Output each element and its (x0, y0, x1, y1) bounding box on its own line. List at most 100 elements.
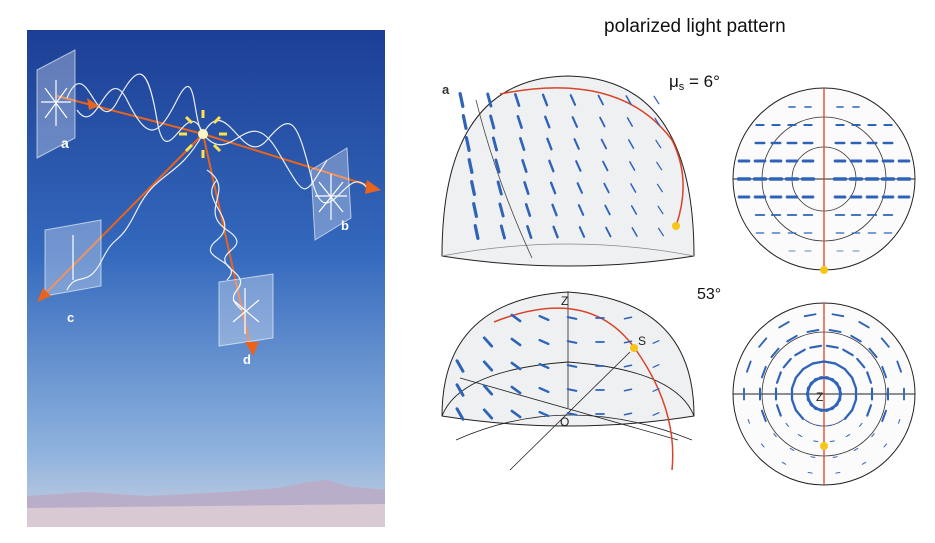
polarization-dash (541, 93, 549, 107)
sky-scattering-illustration: a b c d (27, 30, 385, 527)
label-a: a (61, 135, 69, 151)
polarization-dash (605, 226, 612, 238)
polarization-dash (652, 388, 660, 392)
pattern-dashes-disk-bottom (743, 313, 905, 474)
polarization-dash (623, 364, 633, 368)
polarization-dash (790, 398, 797, 412)
polarization-dash (850, 334, 862, 343)
polarization-dash (842, 348, 854, 357)
polarization-dash (758, 337, 768, 348)
second-elevation-label: 53° (697, 286, 722, 303)
polarization-dash (538, 338, 550, 346)
polarization-dash (866, 404, 873, 417)
polarization-dash (827, 424, 833, 427)
polarization-dash (829, 440, 835, 443)
polarization-dash (810, 456, 816, 458)
polarization-dash (521, 159, 528, 173)
polarization-dash (843, 409, 854, 420)
polarization-dash (835, 471, 841, 474)
polarization-dash (773, 433, 777, 438)
polarization-dash (603, 182, 610, 194)
polarization-dash (599, 116, 606, 128)
polarization-dash (871, 433, 875, 438)
polarization-dash (486, 92, 493, 108)
polarization-dash (544, 115, 551, 129)
polarization-dash (514, 93, 521, 107)
label-c: c (67, 310, 74, 325)
polarization-dash (811, 360, 826, 365)
elevation-value: = 6° (684, 72, 720, 91)
polarization-dash (458, 92, 465, 108)
polarization-dash (760, 443, 765, 448)
polarization-dash (482, 384, 494, 396)
polarization-dash (455, 407, 465, 421)
polarization-dash (794, 368, 805, 379)
polarization-dash (785, 422, 790, 427)
pattern-dashes-top (458, 92, 664, 240)
polarization-dash (868, 347, 878, 359)
polarization-dash (516, 115, 523, 129)
polarization-dash (623, 340, 633, 344)
polarization-dash (803, 313, 817, 318)
polarization-dash (778, 321, 790, 329)
polarization-dash (566, 364, 578, 368)
polarization-dash (883, 443, 888, 448)
polarization-dash (747, 418, 751, 424)
zenith-plan-label: Z (816, 390, 823, 404)
polarization-dash (482, 336, 494, 348)
polarization-dash (807, 471, 813, 474)
polarization-dash (858, 321, 870, 329)
hemisphere-top (441, 75, 695, 267)
disk-bottom: Z (732, 302, 916, 486)
polarization-dash (552, 225, 559, 239)
polarization-dash (482, 408, 494, 420)
panel-letter: a (442, 82, 450, 97)
polarization-dash (881, 409, 888, 423)
polarization-dash (576, 182, 583, 194)
polarization-dash (794, 348, 806, 357)
polarization-dash (786, 334, 798, 343)
polarization-dash (760, 409, 767, 423)
polarization-dash (631, 227, 638, 237)
polarization-dash (524, 203, 532, 217)
polarization-dash (549, 181, 557, 195)
observer-label: O (560, 415, 569, 429)
polarization-dash (832, 456, 838, 458)
polarization-dash (806, 329, 820, 333)
polarization-dash (604, 204, 611, 216)
polarization-dash (866, 371, 873, 384)
sky-background (27, 30, 385, 527)
polarization-dash (625, 95, 632, 105)
polarization-dash (831, 313, 845, 318)
polarization-dash (630, 205, 638, 215)
polarization-dash (623, 412, 633, 416)
polarization-dash (455, 359, 465, 373)
polarization-dash (630, 183, 637, 193)
polarization-dash (573, 138, 580, 150)
polarization-dash (494, 158, 501, 174)
polarization-dash (828, 329, 842, 333)
polarization-dash (775, 404, 782, 417)
pattern-dashes-bottom (455, 313, 660, 421)
polarization-dash (837, 420, 843, 424)
polarization-dash (575, 160, 582, 172)
polarization-dash (489, 114, 496, 130)
polarization-dash (491, 136, 499, 152)
polarization-dash (510, 361, 522, 371)
polarization-dash (652, 340, 660, 344)
polarization-dash (623, 316, 633, 320)
label-d: d (243, 352, 251, 367)
polarization-dash (510, 385, 522, 395)
polarization-dash (881, 365, 888, 379)
sun-point-disk-bottom (820, 442, 828, 450)
polarization-dash (897, 418, 901, 424)
polarization-dash (546, 137, 553, 151)
polarization-dash (519, 137, 526, 151)
polarization-dash (461, 114, 468, 130)
polarization-dash (566, 388, 578, 392)
polarization-dash (538, 386, 550, 394)
polarization-dash (794, 409, 805, 420)
sun-elevation-label: μs = 6° (669, 72, 720, 93)
polarization-dash (538, 410, 550, 418)
polarization-dash (464, 136, 471, 152)
